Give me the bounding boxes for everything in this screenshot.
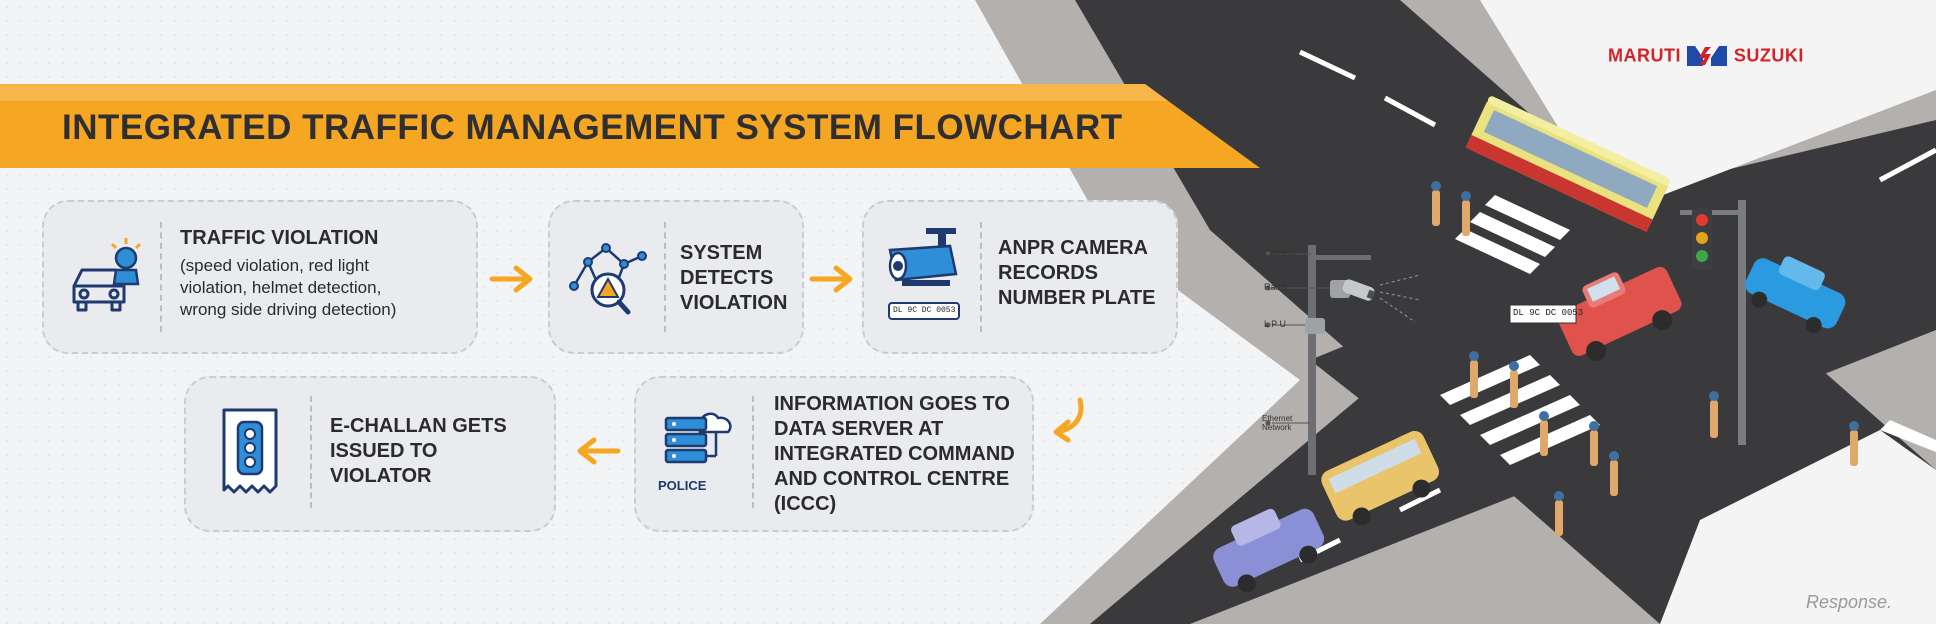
arrow-right-icon [809,265,853,293]
arrow-curve-down-icon [1053,397,1084,443]
traffic-light-ticket-icon [222,408,278,494]
arrow-right-icon [489,265,533,293]
step5-line1: E-CHALLAN GETS [330,415,507,437]
step4-line1: INFORMATION GOES TO [774,393,1010,415]
cctv-camera-icon [888,228,958,286]
brand-left: MARUTI [1608,45,1681,66]
step3-line3: NUMBER PLATE [998,287,1156,309]
step4-line4: AND CONTROL CENTRE [774,468,1010,490]
step-divider [310,396,312,508]
step1-line1: (speed violation, red light [180,256,370,275]
car-violation-icon [72,238,142,312]
number-plate-box [888,302,960,320]
pole-label-camera: Camera [1264,248,1297,258]
step4-line3: INTEGRATED COMMAND [774,443,1015,465]
brand-right: SUZUKI [1733,45,1804,66]
arrow-left-icon [577,437,621,465]
maruti-suzuki-logo: MARUTI SUZUKI [1608,44,1804,72]
pole-label-lpu: L P U [1264,319,1287,329]
step3-line1: ANPR CAMERA [998,237,1148,259]
pole-label-ethernet: Ethernet Network [1262,414,1293,432]
step2-line3: VIOLATION [680,292,788,314]
step4-line2: DATA SERVER AT [774,418,944,440]
police-badge: POLICE [658,478,707,493]
step5-line2: ISSUED TO [330,440,438,462]
step-divider [160,222,162,332]
step1-line3: wrong side driving detection) [180,300,397,319]
response-watermark: Response. [1806,592,1893,612]
step5-line3: VIOLATOR [330,465,432,487]
network-alert-icon [569,243,647,315]
step-divider [980,222,982,332]
step-anpr-camera [862,200,1178,354]
title-banner [0,84,1260,168]
step1-line2: violation, helmet detection, [180,278,382,297]
scene-number-plate: DL 9C DC 0053 [1513,308,1584,318]
step-divider [752,396,754,508]
step2-line1: SYSTEM [680,242,763,264]
pole-label-radar: Radar [1264,282,1289,292]
brand-emblem-icon [1687,46,1728,66]
page-title: INTEGRATED TRAFFIC MANAGEMENT SYSTEM FLO… [62,108,1123,147]
step-divider [664,222,666,332]
step-system-detects [548,200,804,354]
step2-line2: DETECTS [680,267,774,289]
step1-title: TRAFFIC VIOLATION [180,227,379,249]
number-plate-text: DL 9C DC 0053 [893,306,956,315]
server-cloud-icon [664,412,732,464]
step3-line2: RECORDS [998,262,1099,284]
step4-line5: (ICCC) [774,493,837,515]
